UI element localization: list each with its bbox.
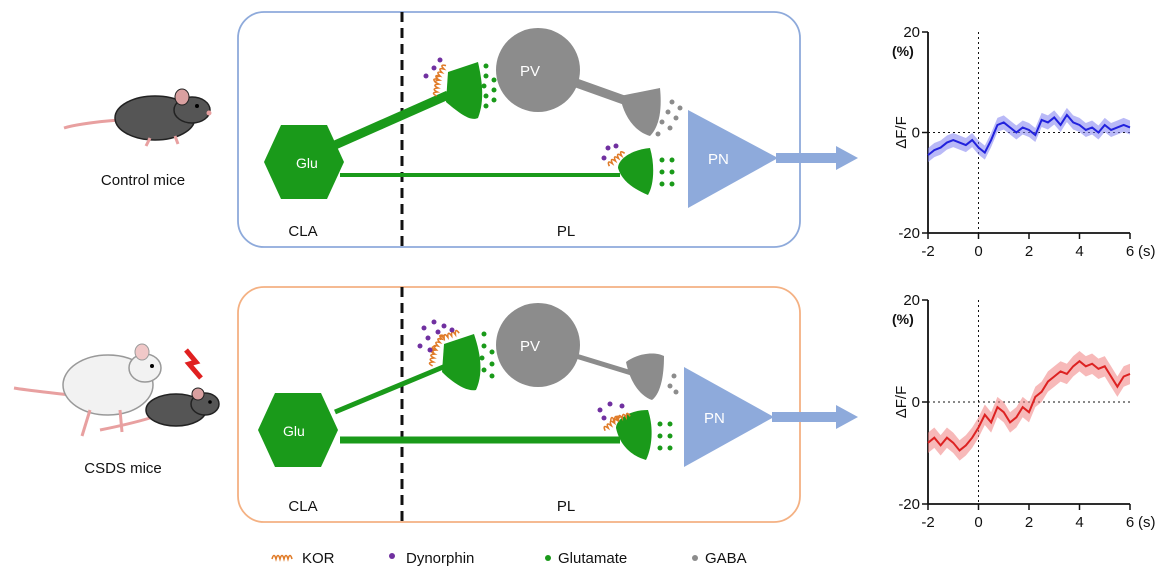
region-pl-label: PL bbox=[557, 223, 575, 240]
pyramidal-neuron bbox=[684, 367, 774, 467]
glutamatergic-terminal bbox=[446, 62, 483, 119]
pyramidal-neuron bbox=[688, 110, 778, 208]
pv-label: PV bbox=[520, 63, 540, 80]
glu-label: Glu bbox=[283, 423, 305, 439]
glutamate-legend-dot bbox=[545, 555, 551, 561]
output-arrow bbox=[772, 405, 858, 429]
legend-dynorphin: Dynorphin bbox=[406, 550, 474, 567]
y-unit-label: (%) bbox=[892, 43, 914, 59]
sem-band bbox=[928, 107, 1130, 163]
glutamatergic-terminal-pn bbox=[616, 410, 652, 460]
sem-band bbox=[928, 351, 1130, 461]
x-tick-label: 4 bbox=[1075, 514, 1083, 531]
control-mice-label: Control mice bbox=[101, 172, 185, 189]
x-tick-label: 2 bbox=[1025, 514, 1033, 531]
y-tick-label: -20 bbox=[898, 225, 920, 242]
mean-trace bbox=[927, 359, 1131, 452]
legend-glutamate: Glutamate bbox=[558, 550, 627, 567]
x-unit-label: (s) bbox=[1138, 243, 1156, 260]
x-tick-label: 6 bbox=[1126, 514, 1134, 531]
csds-circuit-panel: Glu PV PN CLA PL bbox=[237, 286, 858, 523]
output-arrow bbox=[776, 146, 858, 170]
stress-lightning-icon bbox=[184, 348, 203, 380]
x-unit-label: (s) bbox=[1138, 514, 1156, 531]
x-tick-label: -2 bbox=[921, 514, 934, 531]
pv-interneuron bbox=[496, 28, 580, 112]
glu-label: Glu bbox=[296, 155, 318, 171]
csds-panel-frame bbox=[237, 286, 801, 523]
y-axis-label: ΔF/F bbox=[893, 116, 910, 149]
x-tick-label: 0 bbox=[974, 243, 982, 260]
control-panel-frame bbox=[237, 11, 801, 248]
glu-neuron bbox=[258, 393, 338, 467]
csds-mice-illustration bbox=[13, 343, 220, 437]
region-pl-label: PL bbox=[557, 498, 575, 515]
control-mouse-illustration bbox=[63, 88, 212, 147]
legend: KOR Dynorphin Glutamate GABA bbox=[271, 550, 747, 567]
x-tick-label: 6 bbox=[1126, 243, 1134, 260]
y-unit-label: (%) bbox=[892, 311, 914, 327]
csds-mice-label: CSDS mice bbox=[84, 460, 162, 477]
pv-interneuron bbox=[496, 303, 580, 387]
region-cla-label: CLA bbox=[288, 498, 317, 515]
y-tick-label: 20 bbox=[903, 24, 920, 41]
control-circuit-panel: Glu PV PN CLA PL bbox=[237, 11, 858, 248]
glu-neuron bbox=[264, 125, 344, 199]
region-cla-label: CLA bbox=[288, 223, 317, 240]
gabaergic-terminal bbox=[620, 88, 661, 136]
legend-kor: KOR bbox=[302, 550, 335, 567]
gabaergic-terminal bbox=[626, 353, 664, 400]
pn-label: PN bbox=[704, 410, 725, 427]
x-tick-label: -2 bbox=[921, 243, 934, 260]
x-tick-label: 0 bbox=[974, 514, 982, 531]
x-tick-label: 4 bbox=[1075, 243, 1083, 260]
y-tick-label: -20 bbox=[898, 496, 920, 513]
dynorphin-legend-dot bbox=[389, 553, 395, 559]
y-tick-label: 20 bbox=[903, 292, 920, 309]
glutamatergic-terminal bbox=[442, 334, 481, 391]
gaba-legend-dot bbox=[692, 555, 698, 561]
mean-trace bbox=[927, 113, 1131, 156]
legend-gaba: GABA bbox=[705, 550, 747, 567]
y-axis-label: ΔF/F bbox=[893, 386, 910, 419]
kor-legend-icon bbox=[271, 554, 293, 560]
y-tick-label: 0 bbox=[912, 394, 920, 411]
pv-label: PV bbox=[520, 338, 540, 355]
x-tick-label: 2 bbox=[1025, 243, 1033, 260]
pn-label: PN bbox=[708, 151, 729, 168]
glutamatergic-terminal-pn bbox=[618, 148, 654, 195]
y-tick-label: 0 bbox=[912, 125, 920, 142]
